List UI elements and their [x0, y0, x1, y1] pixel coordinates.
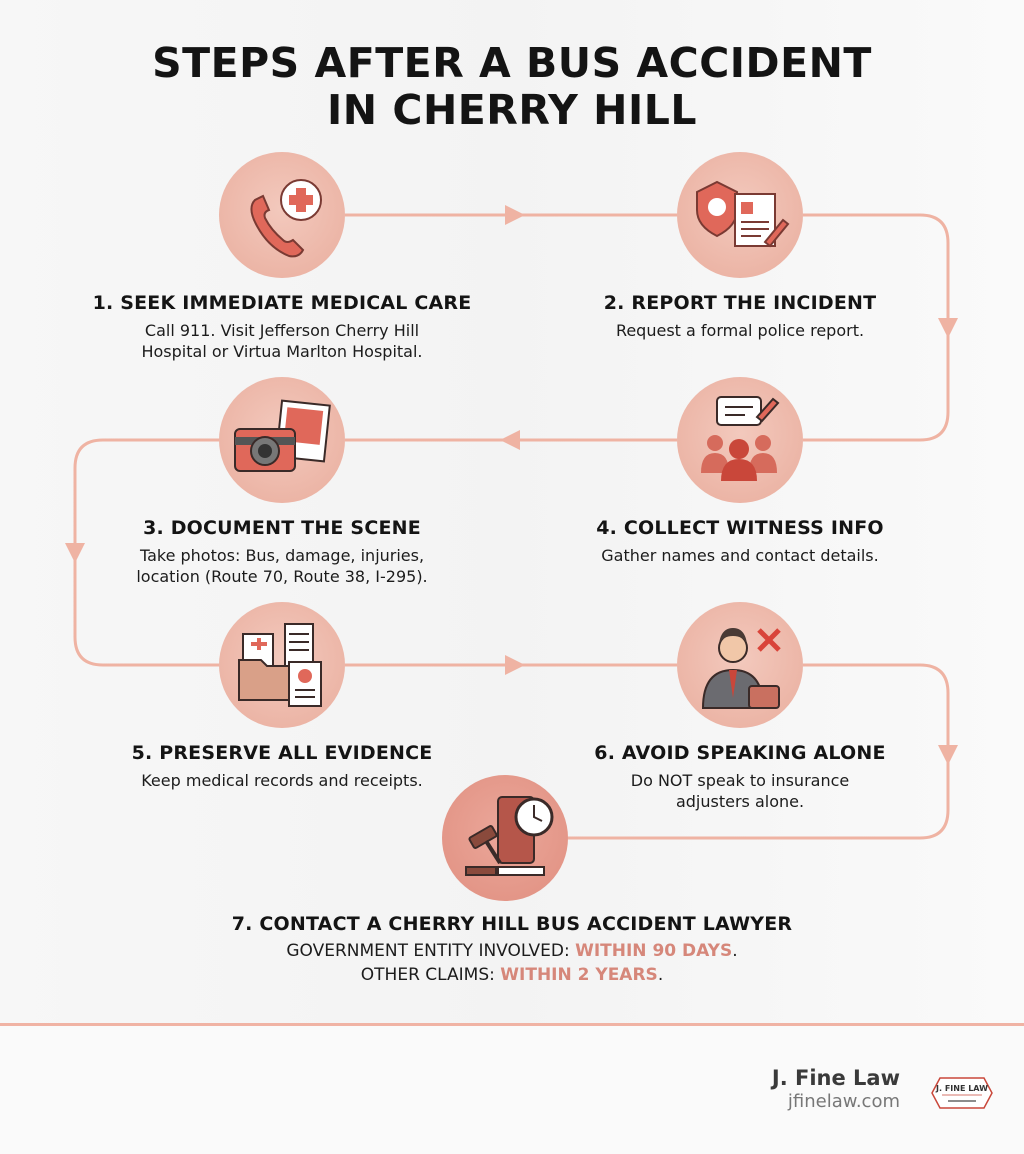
title-line-1: STEPS AFTER A BUS ACCIDENT — [152, 39, 872, 87]
step-desc-line: Request a formal police report. — [615, 321, 865, 340]
arrow-down-icon — [938, 745, 958, 765]
documents-folder-icon — [238, 623, 322, 707]
witnesses-speech-icon — [701, 396, 780, 481]
step-title: 3. DOCUMENT THE SCENE — [143, 517, 421, 539]
step-title: 6. AVOID SPEAKING ALONE — [594, 742, 886, 764]
step-6-icon-circle — [677, 602, 803, 728]
step-title: 5. PRESERVE ALL EVIDENCE — [131, 742, 433, 764]
step-title: 1. SEEK IMMEDIATE MEDICAL CARE — [92, 292, 472, 314]
deadline-label: GOVERNMENT ENTITY INVOLVED: — [286, 941, 576, 961]
step-4: 4. COLLECT WITNESS INFO Gather names and… — [520, 517, 960, 566]
police-badge-report-icon — [696, 180, 790, 248]
step-desc-line: Call 911. Visit Jefferson Cherry Hill — [144, 321, 420, 340]
arrow-left-icon — [500, 430, 520, 450]
step-7: 7. CONTACT A CHERRY HILL BUS ACCIDENT LA… — [162, 913, 862, 987]
step-2-icon-circle — [677, 152, 803, 278]
step-1: 1. SEEK IMMEDIATE MEDICAL CARE Call 911.… — [62, 292, 502, 362]
arrow-right-icon — [505, 655, 525, 675]
brand-block: J. Fine Law jfinelaw.com — [772, 1066, 900, 1112]
step-desc-line: Gather names and contact details. — [601, 546, 879, 565]
step-5-icon-circle — [219, 602, 345, 728]
step-title: 2. REPORT THE INCIDENT — [603, 292, 877, 314]
step-desc-line: Take photos: Bus, damage, injuries, — [139, 546, 425, 565]
brand-url[interactable]: jfinelaw.com — [787, 1091, 900, 1112]
adjuster-x-icon — [701, 628, 781, 709]
phone-medical-cross-icon — [250, 179, 322, 258]
brand-name: J. Fine Law — [771, 1066, 900, 1090]
deadline-government: WITHIN 90 DAYS — [575, 941, 733, 961]
step-7-icon-circle — [442, 775, 568, 901]
footer — [0, 1026, 1024, 1154]
step-1-icon-circle — [219, 152, 345, 278]
footer-divider — [0, 1023, 1024, 1026]
step-desc-line: adjusters alone. — [675, 792, 805, 811]
step-title: 4. COLLECT WITNESS INFO — [596, 517, 884, 539]
deadline-other: WITHIN 2 YEARS — [500, 965, 658, 985]
camera-photo-icon — [234, 399, 331, 472]
punctuation: . — [732, 941, 738, 961]
step-desc-line: Hospital or Virtua Marlton Hospital. — [141, 342, 423, 361]
step-5: 5. PRESERVE ALL EVIDENCE Keep medical re… — [62, 742, 502, 791]
step-desc-line: location (Route 70, Route 38, I-295). — [136, 567, 428, 586]
gavel-clock-book-icon — [465, 796, 554, 876]
step-2: 2. REPORT THE INCIDENT Request a formal … — [520, 292, 960, 341]
deadline-label: OTHER CLAIMS: — [360, 965, 501, 985]
logo-text: J. FINE LAW — [935, 1084, 988, 1093]
step-desc-line: Do NOT speak to insurance — [630, 771, 850, 790]
step-6: 6. AVOID SPEAKING ALONE Do NOT speak to … — [520, 742, 960, 812]
page-title: STEPS AFTER A BUS ACCIDENT IN CHERRY HIL… — [0, 40, 1024, 134]
step-title: 7. CONTACT A CHERRY HILL BUS ACCIDENT LA… — [231, 913, 793, 935]
punctuation: . — [657, 965, 664, 985]
step-4-icon-circle — [677, 377, 803, 503]
step-3-icon-circle — [219, 377, 345, 503]
title-line-2: IN CHERRY HILL — [327, 86, 697, 134]
step-3: 3. DOCUMENT THE SCENE Take photos: Bus, … — [62, 517, 502, 587]
arrow-right-icon — [505, 205, 525, 225]
step-desc-line: Keep medical records and receipts. — [141, 771, 423, 790]
brand-logo: J. FINE LAW — [931, 1077, 993, 1109]
arrow-down-icon — [65, 543, 85, 563]
arrow-down-icon — [938, 318, 958, 338]
